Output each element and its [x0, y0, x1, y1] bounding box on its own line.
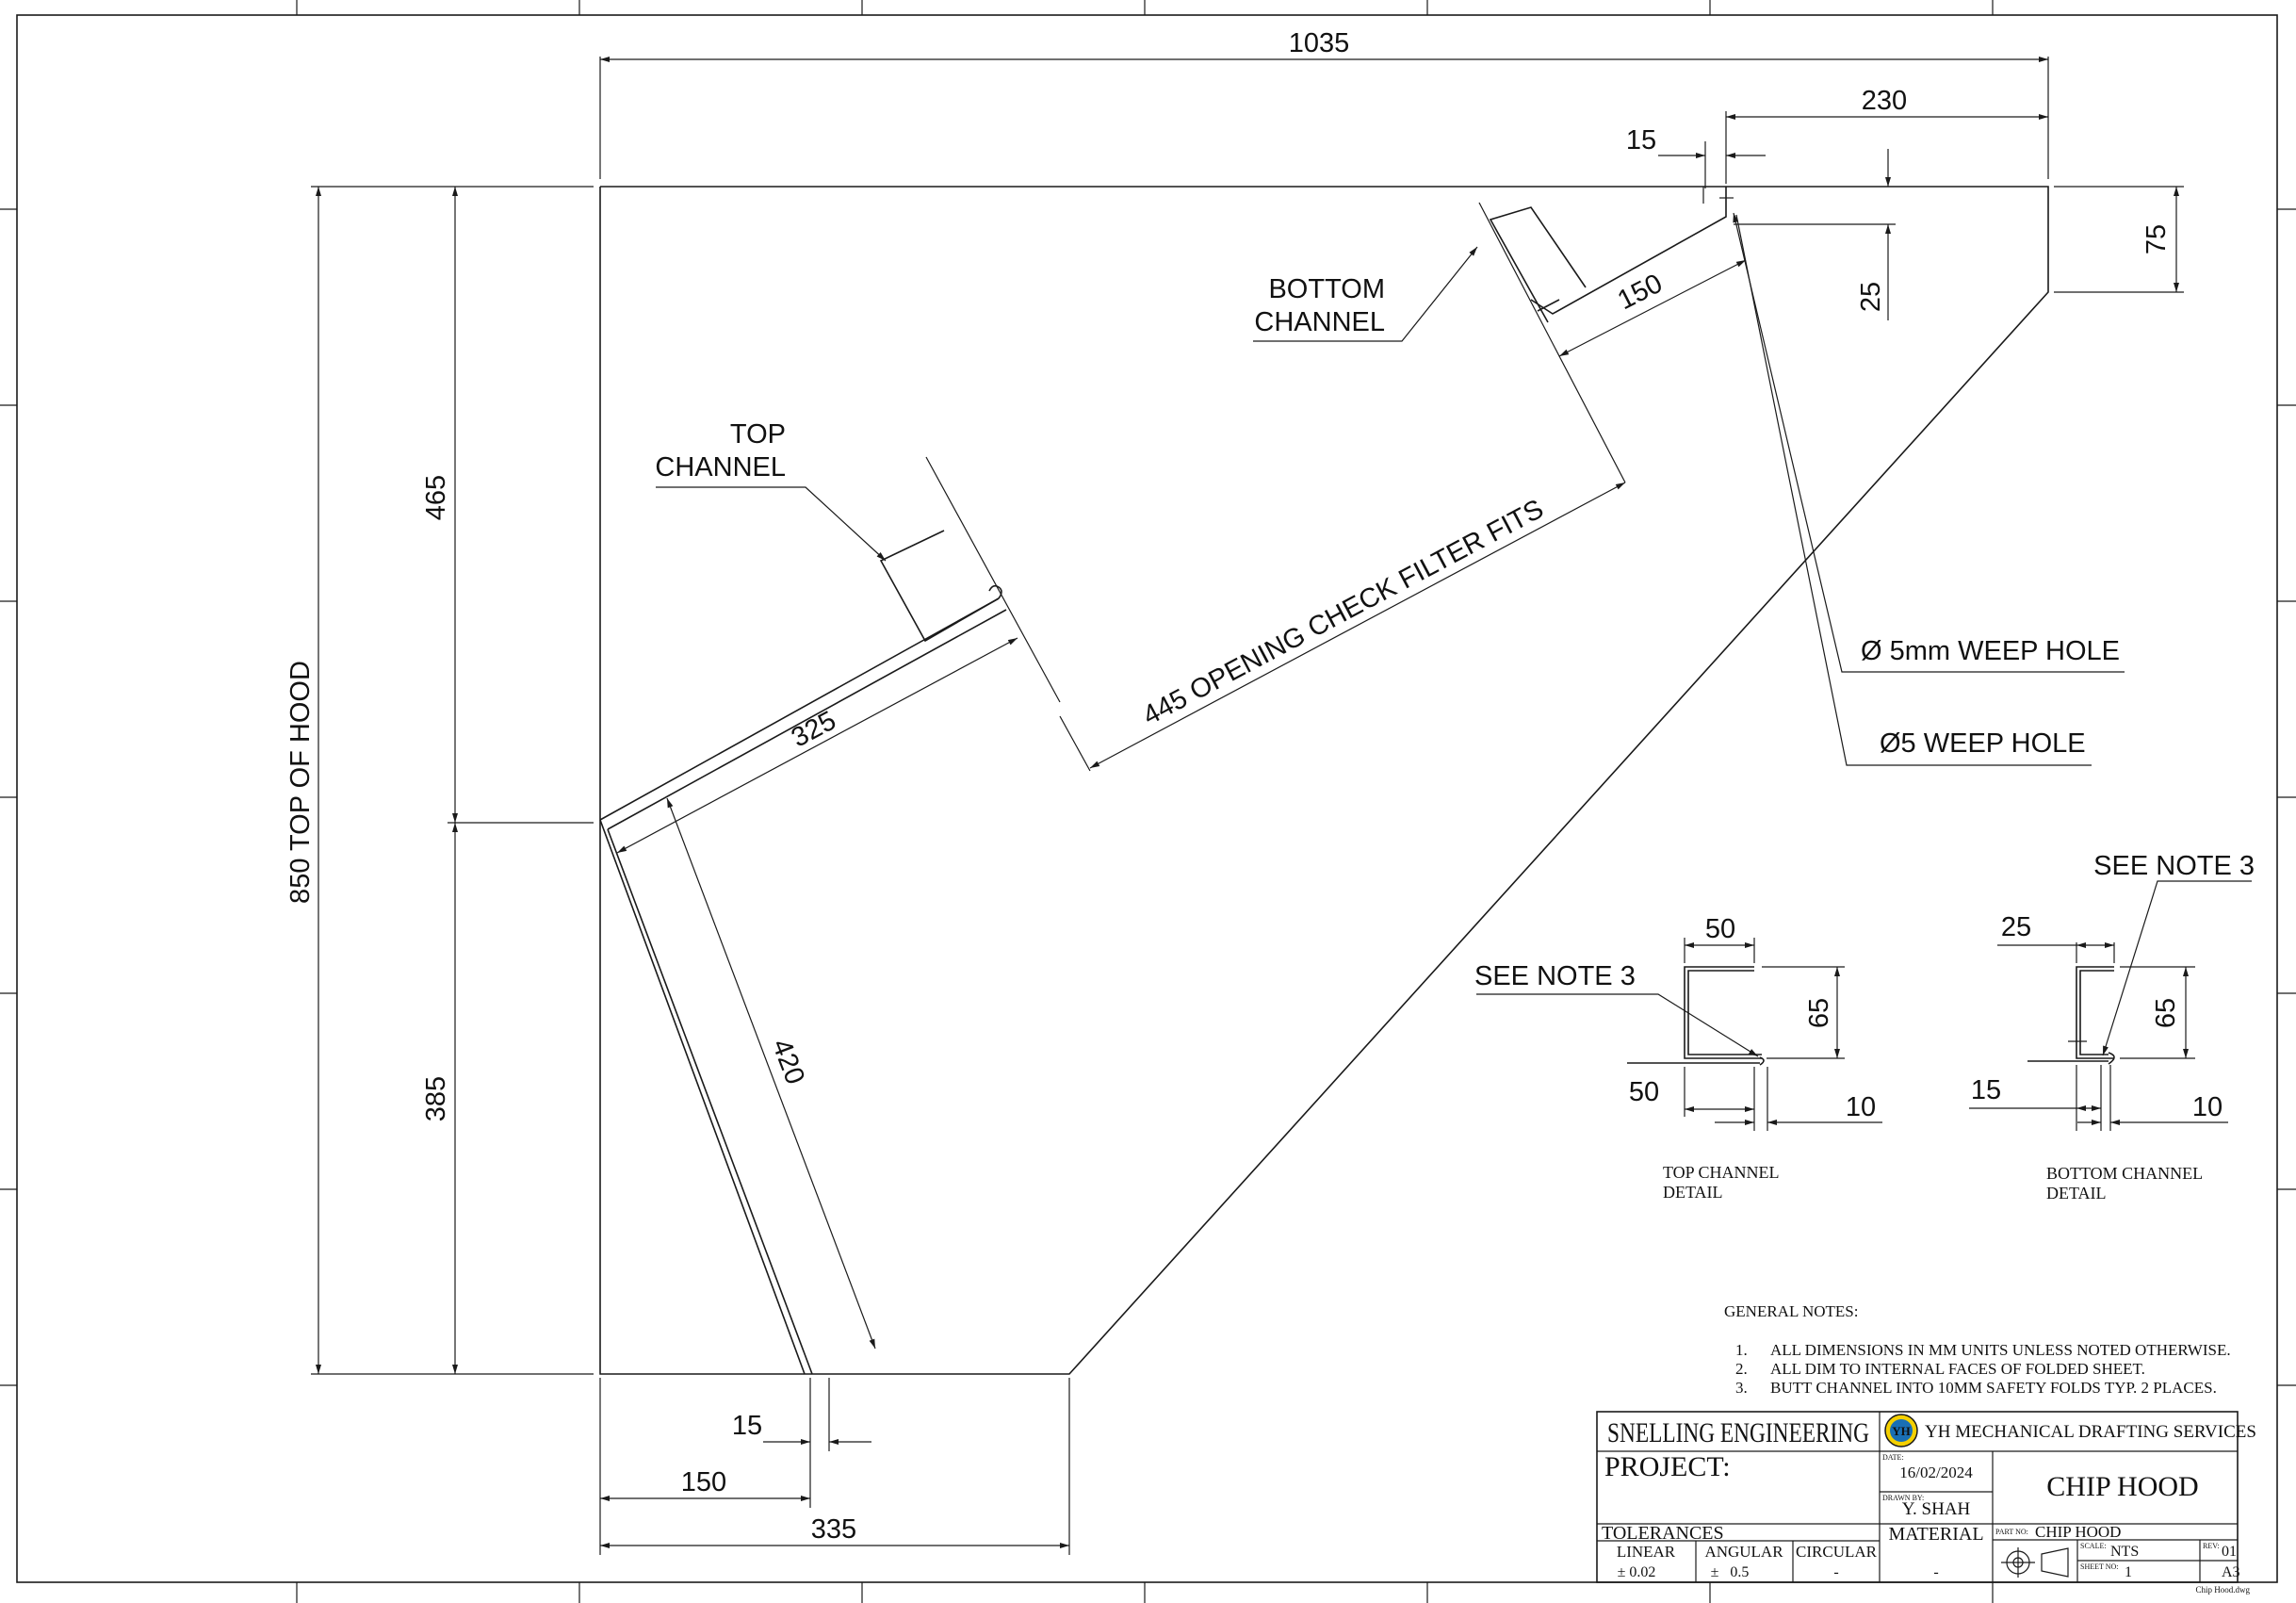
sheet-size: A3 [2222, 1564, 2240, 1580]
drafting-services: YH MECHANICAL DRAFTING SERVICES [1925, 1422, 2256, 1442]
company-name: SNELLING ENGINEERING [1607, 1417, 1869, 1448]
top-detail-see-note-3: SEE NOTE 3 [1474, 961, 1636, 991]
hood-sheet-profile [599, 187, 1734, 1375]
circular-value: - [1833, 1564, 1838, 1580]
top-detail-dim-10: 10 [1846, 1092, 1876, 1122]
yh-logo-icon: YH [1884, 1414, 1918, 1448]
rev-value: 01 [2222, 1544, 2237, 1560]
bottom-detail-dim-10: 10 [2192, 1092, 2223, 1122]
top-detail-dim-50-bottom: 50 [1629, 1077, 1659, 1107]
label-weep-hole-5mm: Ø 5mm WEEP HOLE [1861, 636, 2120, 666]
linear-label: LINEAR [1617, 1543, 1676, 1561]
dim-75: 75 [2141, 224, 2172, 254]
dim-465: 465 [421, 475, 451, 520]
dim-15-top: 15 [1626, 125, 1656, 155]
bottom-detail-see-note-3: SEE NOTE 3 [2093, 851, 2255, 881]
dim-25: 25 [1856, 282, 1886, 312]
dim-150-bottom: 150 [681, 1467, 726, 1497]
bottom-channel-detail [1969, 880, 2252, 1131]
top-channel-detail [1476, 938, 1882, 1131]
part-no-label: PART NO: [1995, 1528, 2028, 1536]
general-note-3-text: BUTT CHANNEL INTO 10MM SAFETY FOLDS TYP.… [1770, 1379, 2217, 1397]
label-weep-hole-5: Ø5 WEEP HOLE [1880, 728, 2086, 759]
rev-label: REV: [2203, 1542, 2220, 1550]
label-bottom-channel-line1: BOTTOM [1268, 274, 1385, 304]
top-detail-dim-65: 65 [1804, 998, 1834, 1028]
dim-325: 325 [787, 706, 841, 754]
top-detail-dim-50-top: 50 [1705, 914, 1735, 944]
date-label: DATE: [1882, 1453, 1904, 1462]
tolerances-label: TOLERANCES [1602, 1523, 1724, 1544]
dimension-lines [311, 57, 2184, 1555]
sheet-no-value: 1 [2125, 1564, 2132, 1580]
circular-label: CIRCULAR [1796, 1543, 1878, 1561]
top-detail-caption-line2: DETAIL [1663, 1183, 1723, 1202]
date-value: 16/02/2024 [1899, 1464, 1973, 1481]
dim-230: 230 [1862, 86, 1907, 116]
top-detail-caption-line1: TOP CHANNEL [1663, 1163, 1780, 1182]
leader-lines [656, 212, 2125, 766]
bottom-detail-caption-line2: DETAIL [2046, 1184, 2107, 1202]
projection-symbol-icon [2001, 1547, 2069, 1578]
file-name: Chip Hood.dwg [2195, 1585, 2250, 1595]
scale-label: SCALE: [2080, 1542, 2107, 1550]
dim-15-bottom: 15 [732, 1411, 762, 1441]
dim-335: 335 [811, 1514, 856, 1545]
title-block [1596, 1411, 2239, 1583]
label-top-channel-line2: CHANNEL [655, 452, 786, 483]
scale-value: NTS [2110, 1544, 2139, 1560]
drawing-title: CHIP HOOD [2046, 1471, 2198, 1502]
drawn-by-value: Y. SHAH [1902, 1499, 1971, 1519]
general-note-1-num: 1. [1735, 1341, 1748, 1359]
bottom-detail-dim-25: 25 [2001, 912, 2031, 942]
dim-445-opening: 445 OPENING CHECK FILTER FITS [1138, 494, 1549, 731]
project-label: PROJECT: [1604, 1451, 1731, 1482]
general-note-1-text: ALL DIMENSIONS IN MM UNITS UNLESS NOTED … [1770, 1341, 2231, 1359]
dim-420: 420 [766, 1035, 810, 1088]
bottom-detail-dim-65: 65 [2151, 998, 2181, 1028]
general-note-2-text: ALL DIM TO INTERNAL FACES OF FOLDED SHEE… [1770, 1360, 2145, 1378]
yh-logo-text: YH [1892, 1424, 1911, 1438]
general-notes-heading: GENERAL NOTES: [1724, 1302, 1858, 1320]
material-label: MATERIAL [1888, 1524, 1983, 1545]
bottom-detail-dim-15: 15 [1971, 1075, 2001, 1105]
drawn-by-label: DRAWN BY: [1882, 1494, 1924, 1502]
dim-1035: 1035 [1289, 28, 1350, 58]
part-no-value: CHIP HOOD [2035, 1523, 2121, 1541]
general-note-3-num: 3. [1735, 1379, 1748, 1397]
label-top-channel-line1: TOP [730, 419, 786, 450]
angular-value: ± 0.5 [1711, 1564, 1750, 1580]
angular-label: ANGULAR [1704, 1543, 1783, 1561]
material-value: - [1933, 1564, 1938, 1580]
bottom-detail-caption-line1: BOTTOM CHANNEL [2046, 1164, 2203, 1183]
linear-value: ± 0.02 [1618, 1564, 1656, 1580]
label-bottom-channel-line2: CHANNEL [1254, 307, 1385, 337]
dim-385: 385 [421, 1076, 451, 1121]
general-note-2-num: 2. [1735, 1360, 1748, 1378]
dim-850-top-of-hood: 850 TOP OF HOOD [285, 661, 316, 904]
hood-outline [599, 186, 2049, 1375]
sheet-no-label: SHEET NO: [2080, 1562, 2119, 1571]
